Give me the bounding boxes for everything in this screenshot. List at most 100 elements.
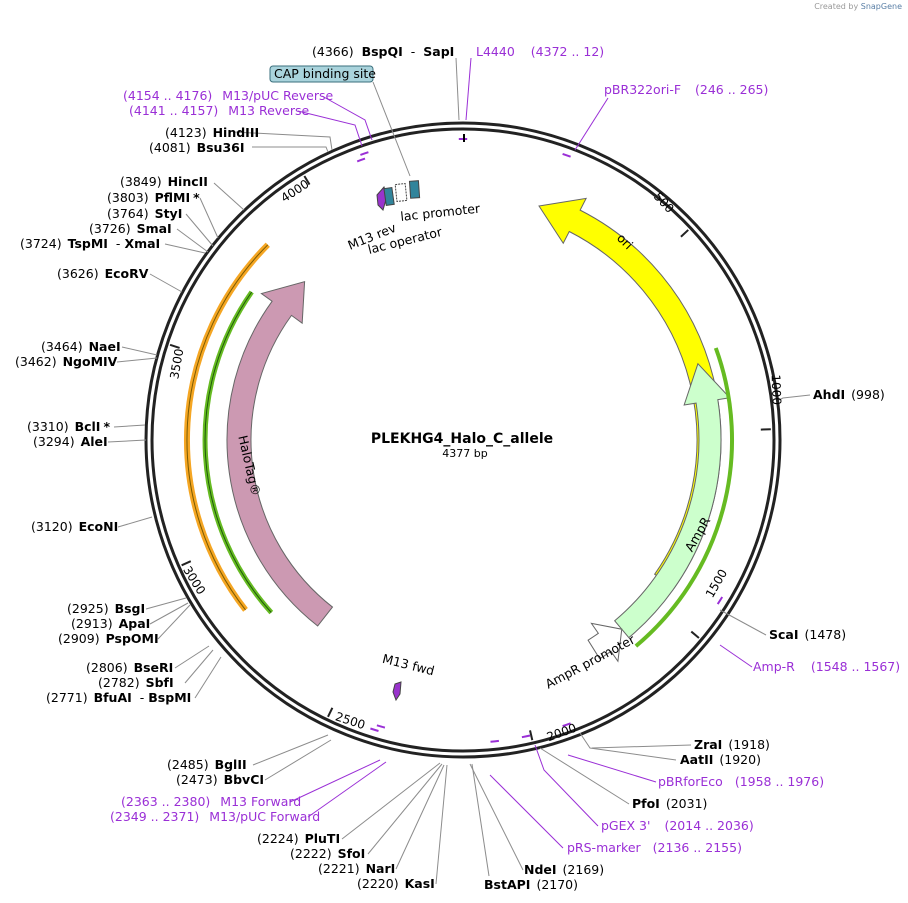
m13-fwd-marker (392, 681, 402, 702)
site-labels: (4366) BspQI - SapI (4123)HindIII (4081)… (15, 44, 885, 892)
orf-orange-core (186, 244, 269, 611)
plasmid-size: 4377 bp (442, 447, 487, 460)
site-sbfi: (2782)SbfI (98, 675, 174, 690)
primer-m13-puc-reverse: (4154 .. 4176)M13/pUC Reverse (123, 88, 334, 103)
primer-bar-m13-puc-fwd (376, 724, 386, 729)
primer-bar-m13-puc-rev (360, 151, 369, 156)
site-smai: (3726)SmaI (89, 221, 172, 236)
leader-cap-site (372, 81, 411, 177)
leader-primer-m13-puc-fwd (307, 761, 387, 818)
leader-sfoi (367, 763, 443, 855)
leader-primer-pgex3 (534, 744, 599, 827)
primer-bar-m13-rev (356, 157, 366, 163)
snapgene-logo: SnapGene (860, 2, 902, 11)
leader-bbvci (264, 739, 332, 781)
site-ecorv: (3626)EcoRV (57, 266, 149, 281)
primer-bar-m13-fwd (370, 727, 379, 732)
leader-naei (121, 346, 158, 356)
tick-500-mark (680, 229, 689, 238)
leader-ahdi (778, 394, 811, 401)
tick-label-4000: 4000 (278, 177, 311, 205)
leader-bglii (252, 734, 329, 766)
site-ngomiv: (3462)NgoMIV (15, 354, 118, 369)
site-bsgi: (2925)BsgI (67, 601, 145, 616)
leader-primer-pbr322 (574, 97, 609, 151)
site-bspqi: (4366) BspQI - SapI (312, 44, 454, 59)
site-naei: (3464)NaeI (41, 339, 121, 354)
site-bsu36i: (4081)Bsu36I (149, 140, 245, 155)
site-alei: (3294)AleI (33, 434, 108, 449)
leader-primer-m13-puc-rev (321, 95, 373, 141)
leader-bfuai (194, 656, 222, 699)
primer-m13-reverse: (4141 .. 4157)M13 Reverse (129, 103, 309, 118)
leader-bcli (113, 424, 146, 428)
leader-ndei (469, 763, 524, 871)
primer-labels: L4440(4372 .. 12) pBR322ori-F(246 .. 265… (110, 44, 900, 855)
ampr-orf-line (634, 347, 735, 648)
site-bseri: (2806)BseRI (86, 660, 173, 675)
tick-1500-mark (690, 630, 700, 639)
site-aatii: AatII(1920) (680, 752, 761, 767)
leader-econi (117, 516, 153, 528)
primer-bar-amp-r (716, 596, 724, 605)
leader-alei (107, 439, 147, 443)
leader-primer-m13-fwd (289, 759, 381, 803)
map-graphics (107, 57, 811, 885)
site-pfoi: PfoI(2031) (632, 796, 707, 811)
leader-hindiii (233, 131, 333, 151)
leader-primer-pbrforeco (567, 754, 657, 783)
orf-green-core (204, 291, 272, 613)
leader-scai (719, 609, 767, 636)
site-styi: (3764)StyI (107, 206, 182, 221)
primer-prs-marker: pRS-marker(2136 .. 2155) (567, 840, 742, 855)
site-pluti: (2224)PluTI (257, 831, 340, 846)
site-scai: ScaI(1478) (769, 627, 846, 642)
site-bbvci: (2473)BbvCI (176, 772, 264, 787)
leader-primer-prs-marker (489, 774, 564, 849)
leader-pflmi (199, 197, 219, 239)
site-tspmi: (3724)TspMI -XmaI (20, 236, 160, 251)
site-hindiii: (4123)HindIII (165, 125, 259, 140)
primer-pgex3: pGEX 3'(2014 .. 2036) (601, 818, 754, 833)
site-pflmi: (3803)PflMI* (107, 190, 200, 205)
created-by-badge: Created by SnapGene (814, 2, 902, 11)
site-apai: (2913)ApaI (71, 616, 150, 631)
leader-zrai (591, 744, 692, 749)
leader-bsu36i (252, 146, 329, 153)
ampr-arrow (613, 362, 731, 639)
tick-2500-mark (327, 707, 334, 718)
leader-aatii (579, 732, 677, 761)
lac-promoter-marker (394, 182, 408, 203)
primer-m13-forward: (2363 .. 2380)M13 Forward (121, 794, 301, 809)
cap-binding-site-label: CAP binding site (269, 65, 376, 83)
primer-m13-puc-forward: (2349 .. 2371)M13/pUC Forward (110, 809, 320, 824)
primer-bar-prs-marker (490, 739, 500, 743)
halotag-arrow (226, 280, 334, 627)
created-by-text: Created by (814, 2, 859, 11)
feature-label-m13-fwd: M13 fwd (381, 651, 436, 678)
leader-kasi (435, 764, 448, 885)
primer-l4440: L4440(4372 .. 12) (476, 44, 604, 59)
tick-label-1500: 1500 (703, 567, 730, 600)
tick-2000-mark (529, 730, 534, 741)
tick-label-3500: 3500 (167, 348, 186, 381)
cap-site-marker (408, 180, 421, 199)
tick-4000-mark (303, 175, 311, 186)
leader-bstapi (471, 763, 490, 877)
site-zrai: ZraI(1918) (694, 737, 770, 752)
ampr-promoter-arrow (587, 622, 623, 663)
leader-primer-m13-rev (297, 110, 363, 147)
tick-3000-mark (181, 560, 192, 567)
site-bstapi: BstAPI(2170) (484, 877, 578, 892)
site-pspomi: (2909)PspOMI (58, 631, 159, 646)
leader-bsgi (145, 597, 187, 610)
cap-binding-site-text: CAP binding site (274, 66, 376, 81)
primer-pbrforeco: pBRforEco(1958 .. 1976) (658, 774, 824, 789)
leader-styi (185, 213, 214, 247)
leader-hincii (213, 182, 245, 211)
leader-pspomi (157, 604, 191, 640)
feature-label-lac-promoter: lac promoter (400, 201, 482, 224)
primer-amp-r: Amp-R(1548 .. 1567) (753, 659, 900, 674)
leader-ngomiv (116, 357, 158, 363)
site-kasi: (2220)KasI (357, 876, 435, 891)
